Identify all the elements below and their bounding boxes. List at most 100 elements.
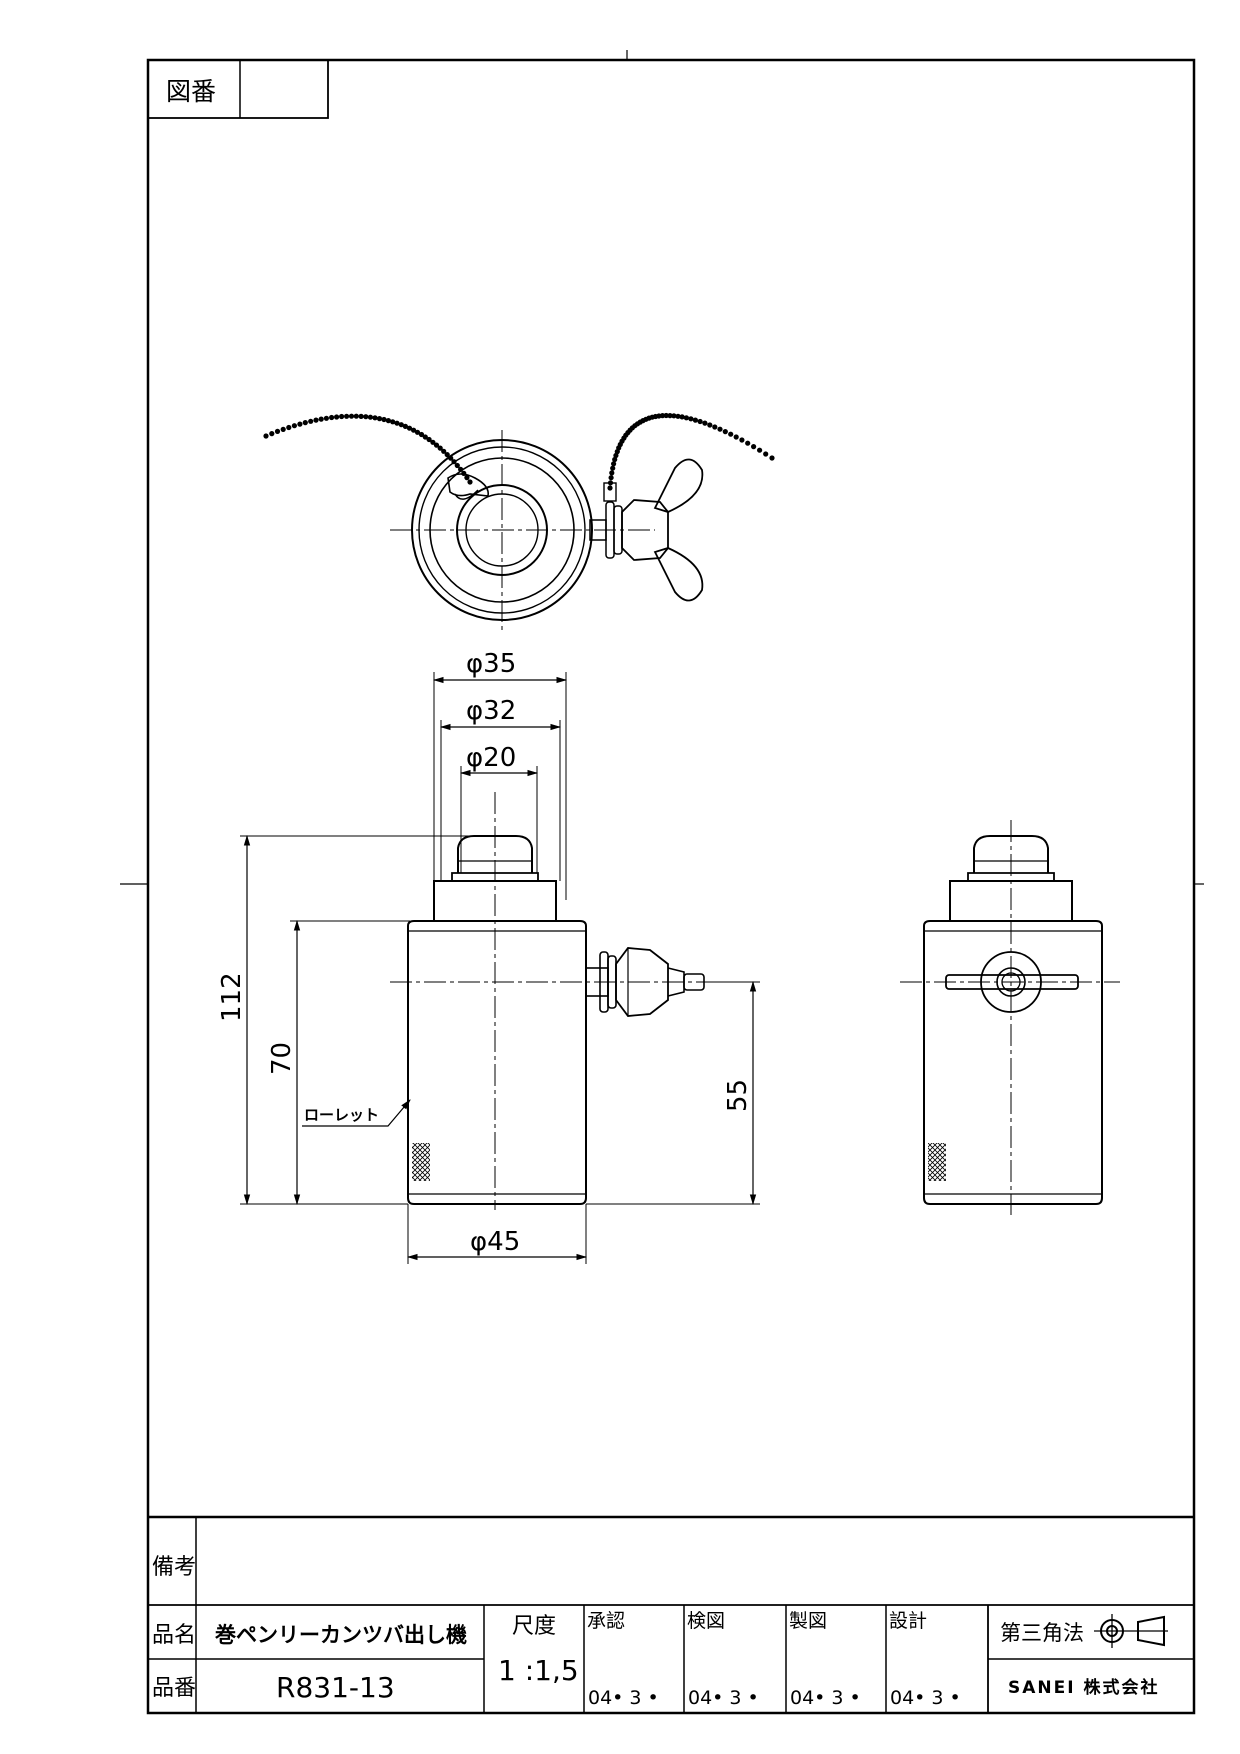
chain-bead bbox=[297, 421, 303, 427]
projection-label: 第三角法 bbox=[1000, 1621, 1084, 1645]
dimension-h55: 55 bbox=[723, 1079, 753, 1112]
chain-bead bbox=[323, 415, 329, 421]
chain-bead bbox=[679, 414, 685, 420]
scale-value: 1 :1,5 bbox=[498, 1654, 579, 1687]
chain-bead bbox=[688, 416, 694, 422]
chain-bead bbox=[745, 440, 751, 446]
chain-bead bbox=[692, 417, 699, 423]
chain-clip-icon bbox=[603, 482, 617, 502]
chain-bead bbox=[381, 416, 387, 423]
chain-left-icon bbox=[263, 413, 473, 485]
chain-bead bbox=[367, 414, 373, 420]
drawing-number-box: 図番 bbox=[147, 59, 329, 119]
chain-bead bbox=[363, 414, 369, 420]
wing-nut-icon bbox=[653, 458, 704, 602]
chain-bead bbox=[334, 414, 340, 420]
chain-bead bbox=[426, 436, 432, 443]
chain-bead bbox=[467, 479, 473, 485]
knurl-pattern bbox=[412, 1143, 430, 1181]
front-view: φ35 φ32 φ20 112 70 55 φ45 ローレット bbox=[217, 649, 760, 1264]
chain-bead bbox=[607, 485, 613, 491]
chain-bead bbox=[269, 431, 275, 437]
chain-bead bbox=[313, 417, 319, 423]
chain-bead bbox=[302, 420, 308, 426]
chain-bead bbox=[608, 475, 614, 481]
dimension-d20: φ20 bbox=[466, 743, 516, 773]
chain-bead bbox=[411, 427, 417, 433]
dimension-h70: 70 bbox=[267, 1042, 297, 1075]
chain-bead bbox=[464, 475, 470, 481]
chain-bead bbox=[613, 452, 619, 459]
chain-bead bbox=[612, 456, 618, 463]
chain-bead bbox=[751, 444, 757, 450]
inspection-label: 検図 bbox=[687, 1610, 725, 1632]
scale-label: 尺度 bbox=[512, 1614, 556, 1639]
chain-bead bbox=[308, 418, 314, 424]
drafting-date: 04• 3 • bbox=[790, 1687, 861, 1709]
dimension-d45: φ45 bbox=[470, 1227, 520, 1257]
company-name: SANEI 株式会社 bbox=[1008, 1677, 1159, 1698]
chain-bead bbox=[610, 465, 616, 471]
chain-bead bbox=[376, 416, 383, 422]
drawing-frame bbox=[120, 50, 1204, 1715]
dimension-d35: φ35 bbox=[466, 649, 516, 679]
chain-bead bbox=[739, 437, 745, 443]
chain-bead bbox=[422, 434, 428, 440]
chain-bead bbox=[441, 448, 447, 454]
chain-bead bbox=[406, 425, 413, 431]
chain-bead bbox=[418, 431, 425, 438]
chain-bead bbox=[728, 431, 734, 437]
chain-bead bbox=[722, 429, 728, 435]
product-name: 巻ペンリーカンツバ出し機 bbox=[214, 1623, 467, 1647]
chain-bead bbox=[763, 451, 769, 457]
approval-date: 04• 3 • bbox=[588, 1687, 659, 1709]
chain-bead bbox=[712, 424, 718, 430]
chain-bead bbox=[611, 461, 617, 467]
chain-bead bbox=[274, 428, 281, 434]
chain-bead bbox=[286, 424, 292, 431]
product-name-label: 品名 bbox=[152, 1623, 196, 1648]
design-date: 04• 3 • bbox=[890, 1687, 961, 1709]
chain-right-icon bbox=[607, 412, 775, 491]
chain-bead bbox=[433, 442, 440, 448]
chain-bead bbox=[329, 414, 335, 421]
chain-bead bbox=[675, 413, 681, 419]
inspection-date: 04• 3 • bbox=[688, 1687, 759, 1709]
chain-bead bbox=[318, 416, 324, 422]
chain-bead bbox=[394, 420, 400, 426]
chain-bead bbox=[454, 462, 460, 469]
approval-label: 承認 bbox=[587, 1610, 625, 1632]
dimension-h112: 112 bbox=[217, 972, 247, 1022]
chain-bead bbox=[398, 422, 404, 428]
chain-bead bbox=[414, 429, 421, 435]
chain-bead bbox=[448, 455, 454, 461]
product-number: R831-13 bbox=[276, 1671, 395, 1704]
drafting-label: 製図 bbox=[789, 1610, 827, 1632]
chain-bead bbox=[733, 434, 739, 440]
chain-bead bbox=[757, 447, 763, 453]
side-view bbox=[900, 820, 1120, 1215]
chain-bead bbox=[683, 415, 690, 421]
chain-bead bbox=[707, 422, 713, 428]
remarks-label: 備考 bbox=[152, 1555, 196, 1580]
wing-nut-side-icon bbox=[945, 951, 1079, 1013]
chain-bead bbox=[372, 415, 378, 421]
dimension-d32: φ32 bbox=[466, 696, 516, 726]
product-number-label: 品番 bbox=[152, 1676, 196, 1701]
chain-bead bbox=[451, 459, 457, 465]
chain-bead bbox=[339, 413, 345, 420]
third-angle-projection-icon bbox=[1094, 1614, 1168, 1648]
chain-bead bbox=[697, 418, 703, 425]
chain-bead bbox=[402, 423, 408, 429]
chain-bead bbox=[667, 413, 673, 419]
chain-bead bbox=[353, 413, 359, 419]
side-outlet-front bbox=[585, 947, 705, 1017]
chain-hook-icon bbox=[447, 473, 490, 500]
chain-bead bbox=[663, 412, 669, 419]
drawing-number-label: 図番 bbox=[166, 77, 216, 106]
chain-bead bbox=[444, 452, 450, 458]
top-view bbox=[263, 412, 775, 632]
chain-bead bbox=[430, 439, 436, 445]
design-label: 設計 bbox=[889, 1610, 927, 1632]
